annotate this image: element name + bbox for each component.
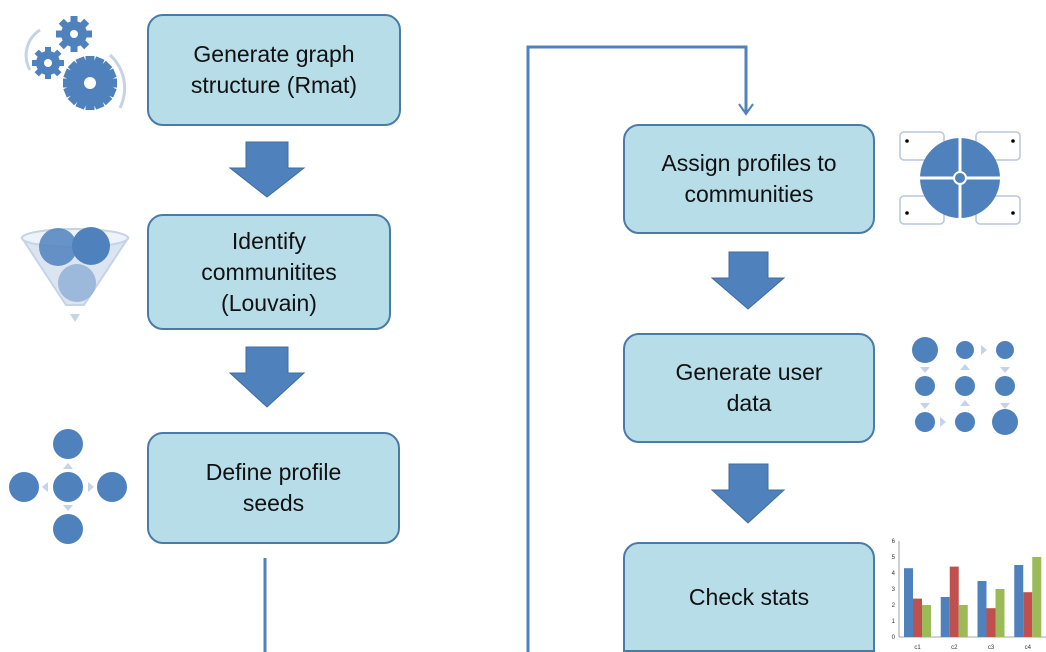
x-tick-label: c3 [988,645,995,651]
down-arrow-2 [228,346,306,408]
down-arrow-4 [710,463,786,524]
y-tick-label: 3 [892,587,896,593]
step-define-seeds-line2: seeds [242,490,305,516]
step-generate-user-data-line2: data [726,390,772,416]
step-generate-user-data-line1: Generate user [675,359,823,385]
y-tick-label: 2 [892,603,896,609]
x-tick-label: c1 [914,645,921,651]
step-identify-communities-line1: Identify [231,227,307,254]
bar-c2-s1 [940,597,950,637]
down-arrow-3 [710,251,786,310]
step-assign-profiles-line2: communities [684,181,814,207]
step-identify-communities-line2: communitites [201,258,337,285]
step-assign-profiles: Assign profiles to communities [623,124,875,234]
bar-c1-s1 [904,568,913,637]
step-generate-graph-line2: structure (Rmat) [190,72,358,98]
y-tick-label: 6 [892,539,896,545]
step-check-stats-line1: Check stats [688,583,810,610]
y-tick-label: 5 [892,555,896,561]
funnel-icon [20,227,130,322]
y-tick-label: 1 [892,619,896,625]
bar-c2-s3 [958,605,968,637]
bar-c3-s2 [986,608,996,637]
y-tick-label: 0 [892,635,896,641]
connector-loop-line [526,45,748,652]
step-check-stats: Check stats [623,542,875,652]
bar-c1-s3 [922,605,931,637]
step-assign-profiles-line1: Assign profiles to [661,150,837,176]
connector-arrowhead [738,103,754,116]
bar-c3-s3 [995,589,1005,637]
step-generate-graph: Generate graph structure (Rmat) [147,14,401,126]
step-generate-user-data: Generate user data [623,333,875,443]
step-generate-graph-line1: Generate graph [193,41,355,67]
quadrant-matrix-icon [899,131,1021,225]
y-tick-label: 4 [892,571,896,577]
x-tick-label: c4 [1025,645,1032,651]
process-flow-icon [912,337,1018,435]
step-identify-communities-line3: (Louvain) [221,289,317,316]
bar-c4-s1 [1014,565,1024,637]
bar-c3-s1 [977,581,987,637]
radial-cycle-icon [9,429,127,544]
x-tick-label: c2 [951,645,958,651]
down-arrow-1 [228,141,306,198]
gears-icon [24,16,127,110]
step-define-seeds-line1: Define profile [205,459,342,485]
bar-chart-icon: 0 1 2 3 4 5 6 c1 c2 c3 c4 [892,539,1046,651]
step-define-seeds: Define profile seeds [147,432,400,544]
bar-c4-s2 [1023,592,1033,637]
step-identify-communities: Identify communitites (Louvain) [147,214,391,330]
bar-c2-s2 [949,566,959,637]
bar-c1-s2 [913,598,922,637]
bar-c4-s3 [1032,557,1042,637]
